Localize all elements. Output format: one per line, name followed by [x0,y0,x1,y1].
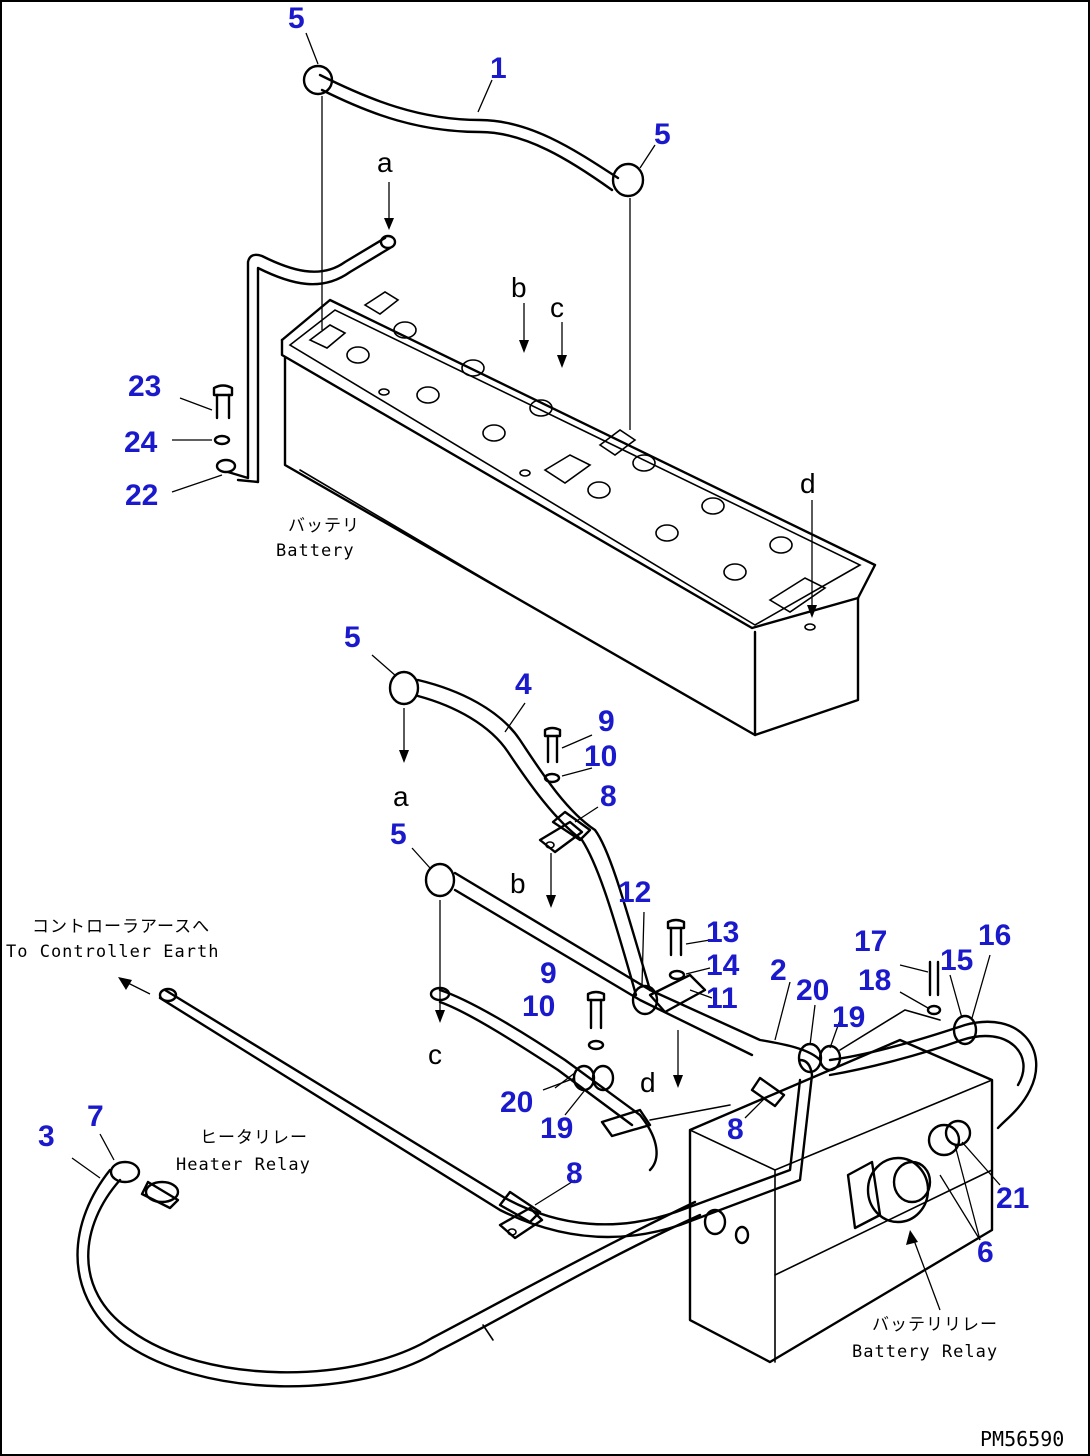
callout-6: 6 [977,1236,994,1269]
callout-17: 17 [854,925,887,958]
cable-2 [424,862,822,1062]
callout-5: 5 [344,621,361,654]
ref-letter-d: d [800,468,816,499]
washer-10-lower [587,1039,605,1051]
bolt-9-lower [586,990,606,1030]
heater-relay-label-jp: ヒータリレー [200,1128,308,1148]
callout-1: 1 [490,52,507,85]
callout-14: 14 [706,949,740,982]
callout-5: 5 [288,2,305,35]
callout-21: 21 [996,1182,1029,1215]
heater-relay-label-en: Heater Relay [176,1155,311,1175]
bolt-9-upper [543,726,562,764]
callout-19: 19 [832,1001,865,1034]
callout-16: 16 [978,919,1011,952]
callout-3: 3 [38,1120,55,1153]
callout-20: 20 [500,1086,533,1119]
callout-8: 8 [600,780,617,813]
callout-7: 7 [87,1100,104,1133]
ref-arrows-top [384,182,817,618]
ref-letter-a: a [393,781,409,812]
main-cable-4 [388,670,652,997]
callout-4: 4 [515,668,532,701]
terminal-11 [631,973,707,1016]
battery-relay [600,1038,994,1364]
ref-letter-c: c [550,292,564,323]
bolt-17 [928,960,940,997]
callout-9: 9 [540,957,557,990]
callout-5: 5 [654,118,671,151]
ref-letter-d: d [640,1067,656,1098]
callout-11: 11 [706,982,738,1015]
heater-relay-terminal [109,1160,180,1210]
callout-leaders [71,32,1001,1241]
cable-12 [429,986,658,1172]
washer-18 [926,1004,942,1016]
relay-cable-15-16 [828,1009,1038,1130]
callout-2: 2 [770,954,787,987]
ground-cable [215,234,397,484]
callout-20: 20 [796,974,829,1007]
callout-15: 15 [940,944,973,977]
washer-24 [213,434,231,446]
callout-12: 12 [618,876,651,909]
ref-letter-c: c [428,1039,442,1070]
battery-label-jp: バッテリ [288,516,360,536]
battery-drawing: バッテリ Battery [276,291,877,737]
callout-18: 18 [858,964,891,997]
battery-label-en: Battery [276,541,355,561]
bolt-23 [212,384,234,420]
battery-cell-caps [346,321,816,631]
callout-9: 9 [598,705,615,738]
callout-23: 23 [128,370,161,403]
callout-19: 19 [540,1112,573,1145]
controller-earth-label-en: To Controller Earth [6,942,219,962]
ref-letter-a: a [377,147,393,178]
callout-13: 13 [706,916,739,949]
callout-24: 24 [124,426,158,459]
controller-earth-label-jp: コントローラアースへ [32,917,210,937]
battery-terminals [308,291,827,613]
clamp-8-upper [538,810,592,854]
bolt-13 [666,918,686,957]
ref-letter-b: b [511,272,527,303]
battery-relay-label-en: Battery Relay [852,1342,998,1362]
callout-5: 5 [390,818,407,851]
washer-10-upper [543,772,561,784]
callout-10: 10 [584,740,617,773]
callout-10: 10 [522,990,555,1023]
reference-letters: a b c d a b c d [377,147,816,1098]
clamp-8-middle [750,1076,786,1108]
battery-relay-label-jp: バッテリリレー [872,1315,998,1335]
callout-numbers: 5 1 5 23 24 22 5 4 9 10 8 5 12 13 14 11 … [38,2,1029,1269]
drawing-number: PM56590 [980,1427,1064,1451]
clamp-8-lower [498,1190,544,1240]
ref-arrows-bottom [546,853,941,1311]
callout-8: 8 [727,1113,744,1146]
battery-connecting-cable [302,64,645,430]
ref-letter-b: b [510,868,526,899]
callout-8: 8 [566,1157,583,1190]
callout-22: 22 [125,479,158,512]
washer-14 [668,969,686,981]
